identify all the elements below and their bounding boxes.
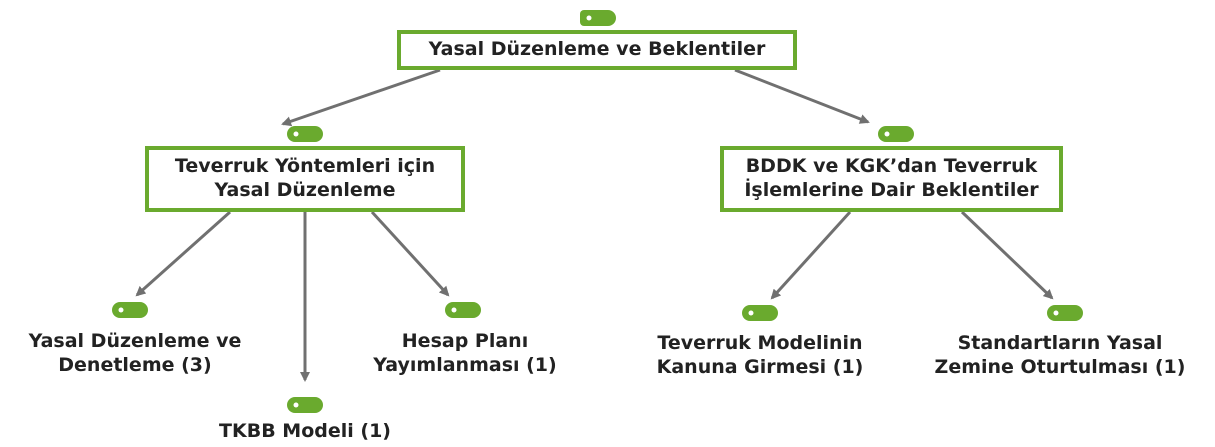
left-branch-label-line2: Yasal Düzenleme — [214, 179, 396, 201]
tag-icon — [578, 8, 618, 28]
leaf-label-line1: Standartların Yasal — [957, 332, 1163, 354]
leaf-label-line1: Yasal Düzenleme ve — [28, 330, 242, 352]
arrow-right-to-leaf1 — [770, 210, 852, 300]
left-branch-label-line1: Teverruk Yöntemleri için — [174, 155, 436, 178]
tag-icon — [110, 300, 150, 320]
leaf-label-line2: Denetleme (3) — [58, 353, 212, 376]
leaf-teverruk-modelinin[interactable]: Teverruk Modelinin Kanuna Girmesi (1) — [630, 332, 890, 380]
tag-icon — [740, 303, 780, 323]
right-branch-node[interactable]: BDDK ve KGK’dan Teverruk İşlemlerine Dai… — [720, 146, 1063, 212]
leaf-standartlarin[interactable]: Standartların Yasal Zemine Oturtulması (… — [910, 332, 1210, 380]
arrow-root-to-left — [281, 68, 441, 127]
right-branch-label-line2: İşlemlerine Dair Beklentiler — [744, 179, 1039, 201]
left-branch-node[interactable]: Teverruk Yöntemleri için Yasal Düzenleme — [145, 146, 465, 212]
leaf-label-line2: Yayımlanması (1) — [373, 353, 557, 376]
tag-icon — [443, 300, 483, 320]
tag-icon — [285, 395, 325, 415]
leaf-tkbb-modeli[interactable]: TKBB Modeli (1) — [195, 420, 415, 444]
leaf-label-line2: Zemine Oturtulması (1) — [934, 355, 1186, 378]
arrow-left-to-leaf3 — [370, 210, 450, 297]
leaf-hesap-plani[interactable]: Hesap Planı Yayımlanması (1) — [355, 330, 575, 378]
arrow-left-to-leaf1 — [135, 210, 231, 297]
right-branch-label-line1: BDDK ve KGK’dan Teverruk — [745, 155, 1038, 178]
leaf-label-line1: Hesap Planı — [401, 330, 529, 352]
root-node[interactable]: Yasal Düzenleme ve Beklentiler — [397, 30, 797, 70]
tag-icon — [285, 124, 325, 144]
root-node-label: Yasal Düzenleme ve Beklentiler — [428, 38, 766, 61]
arrow-right-to-leaf2 — [960, 210, 1054, 300]
leaf-label-line1: Teverruk Modelinin — [657, 332, 863, 354]
leaf-label-line2: Kanuna Girmesi (1) — [656, 355, 864, 378]
leaf-label-line1: TKBB Modeli (1) — [219, 420, 391, 442]
tag-icon — [876, 124, 916, 144]
arrow-root-to-right — [734, 68, 870, 124]
leaf-yasal-duzenleme-denetleme[interactable]: Yasal Düzenleme ve Denetleme (3) — [5, 330, 265, 378]
tag-icon — [1045, 303, 1085, 323]
